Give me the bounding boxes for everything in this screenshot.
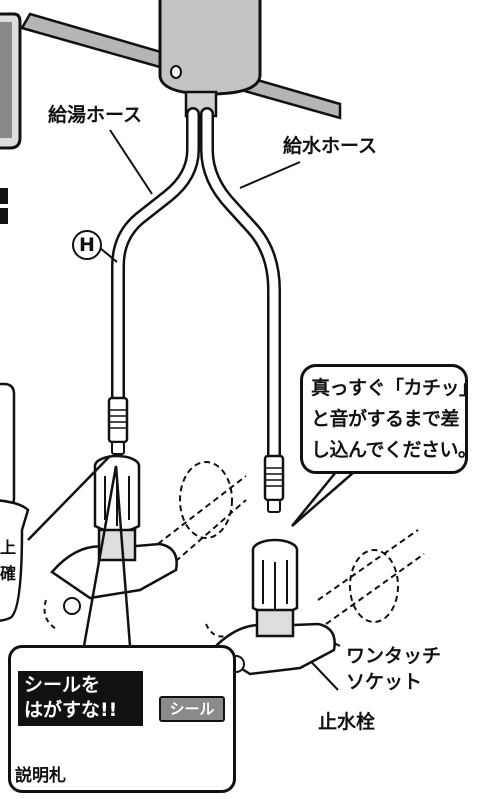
- clipped-text-1: 上: [0, 538, 17, 557]
- cold-hose-connector: [263, 454, 285, 513]
- left-stop-valve: [43, 542, 178, 631]
- cold-hose: [200, 107, 281, 465]
- faucet-body: [158, 0, 262, 118]
- left-panel-fragment: [0, 12, 30, 622]
- tag-label: 説明札: [15, 766, 66, 786]
- callout-line-2: と音がするまで差: [311, 408, 460, 430]
- wall-flange-left: [149, 461, 247, 569]
- warning-line-2: はがすな!!: [24, 699, 118, 721]
- insertion-instruction-callout: 真っすぐ「カチッ」 と音がするまで差 し込んでください。: [300, 364, 478, 474]
- stop-valve-label: 止水栓: [318, 711, 376, 733]
- wall-flange-right: [317, 529, 425, 625]
- hot-hose-connector: [107, 396, 129, 455]
- one-touch-socket-label-1: ワンタッチ: [346, 645, 442, 667]
- cold-hose-label: 給水ホース: [283, 135, 378, 157]
- warning-line-1: シールを: [24, 674, 101, 696]
- callout-pointer-bottom: [27, 455, 132, 647]
- callout-pointer-top: [291, 471, 355, 527]
- clipped-text-2: 確: [0, 564, 17, 583]
- do-not-remove-seal-warning: シールを はがすな!!: [18, 671, 143, 726]
- callout-line-1: 真っすぐ「カチッ」: [311, 377, 478, 399]
- right-one-touch-socket: [251, 538, 299, 638]
- callout-line-3: し込んでください。: [311, 439, 477, 461]
- hot-hose-label: 給湯ホース: [48, 104, 143, 126]
- seal-label: シール: [159, 696, 225, 722]
- hot-hose: [111, 107, 200, 409]
- marker-h: H: [72, 230, 102, 260]
- one-touch-socket-label-2: ソケット: [346, 671, 423, 693]
